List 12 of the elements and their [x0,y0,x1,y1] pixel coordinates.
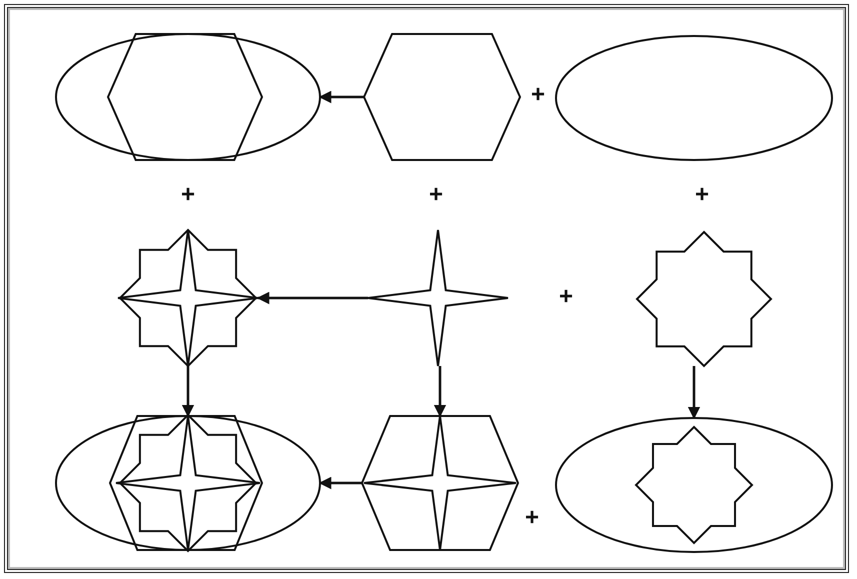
plus-sign: + [531,83,546,107]
arrow [688,366,700,420]
plus-sign: + [429,183,444,207]
plus-sign: + [559,285,574,309]
arrow [182,366,194,418]
plus-sign: + [695,183,710,207]
arrow [256,292,368,304]
arrow [434,366,446,418]
plus-sign: + [525,506,540,530]
plus-sign: + [181,183,196,207]
arrow [318,476,362,490]
arrow [318,90,364,104]
